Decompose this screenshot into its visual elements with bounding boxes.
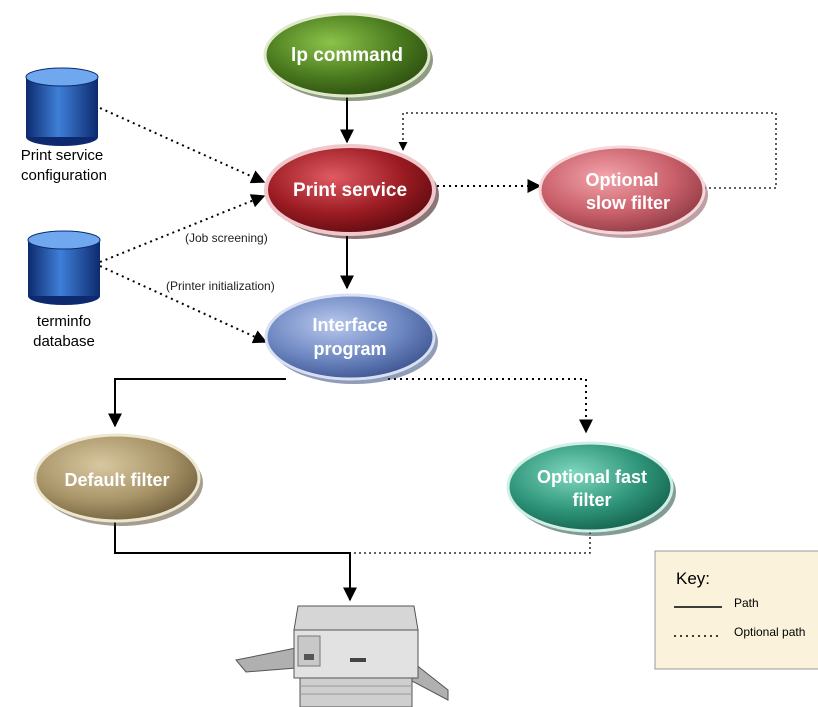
edge-interface-to-default-filter [108,378,286,428]
config-db-label-line2: configuration [21,167,107,184]
default-filter-label: Default filter [64,470,169,490]
config-db-label-line1: Print service [21,147,104,164]
interface-label-line2: program [313,339,386,359]
label-job-screening: (Job screening) [185,231,268,245]
lp-command-label: lp command [291,45,403,66]
node-lp-command: lp command [263,12,433,101]
print-service-label: Print service [293,180,407,201]
printer-icon [235,605,449,707]
edge-config-to-print-service [99,107,266,184]
node-print-service: Print service [264,144,439,239]
terminfo-db-label-line2: database [33,333,95,350]
edge-slow-filter-loop [398,112,777,189]
key-title: Key: [676,569,710,588]
terminfo-db-label-line1: terminfo [37,313,91,330]
slow-filter-label-line2: slow filter [586,193,670,213]
slow-filter-label-line1: Optional [586,170,659,190]
label-printer-initialization: (Printer initialization) [166,279,275,293]
database-icon [25,67,99,146]
database-terminfo: terminfo database [27,230,101,350]
node-optional-slow-filter: Optional slow filter [538,145,708,238]
database-print-service-config: Print service configuration [21,67,107,184]
node-interface-program: Interface program [264,293,438,384]
legend-key: Key: Path Optional path [654,550,818,670]
fast-filter-label-line2: filter [572,490,611,510]
edge-terminfo-to-interface [99,265,268,344]
node-default-filter: Default filter [33,433,203,526]
edges [99,96,777,602]
edge-terminfo-to-print-service [99,194,266,263]
edge-fast-filter-to-printer [352,532,591,554]
key-path-label: Path [734,596,759,610]
fast-filter-label-line1: Optional fast [537,467,647,487]
edge-interface-to-fast-filter [388,378,593,434]
node-optional-fast-filter: Optional fast filter [506,441,676,536]
edge-default-filter-to-printer [114,522,357,602]
database-icon [27,230,101,305]
key-optional-path-label: Optional path [734,625,805,639]
interface-label-line1: Interface [312,315,387,335]
